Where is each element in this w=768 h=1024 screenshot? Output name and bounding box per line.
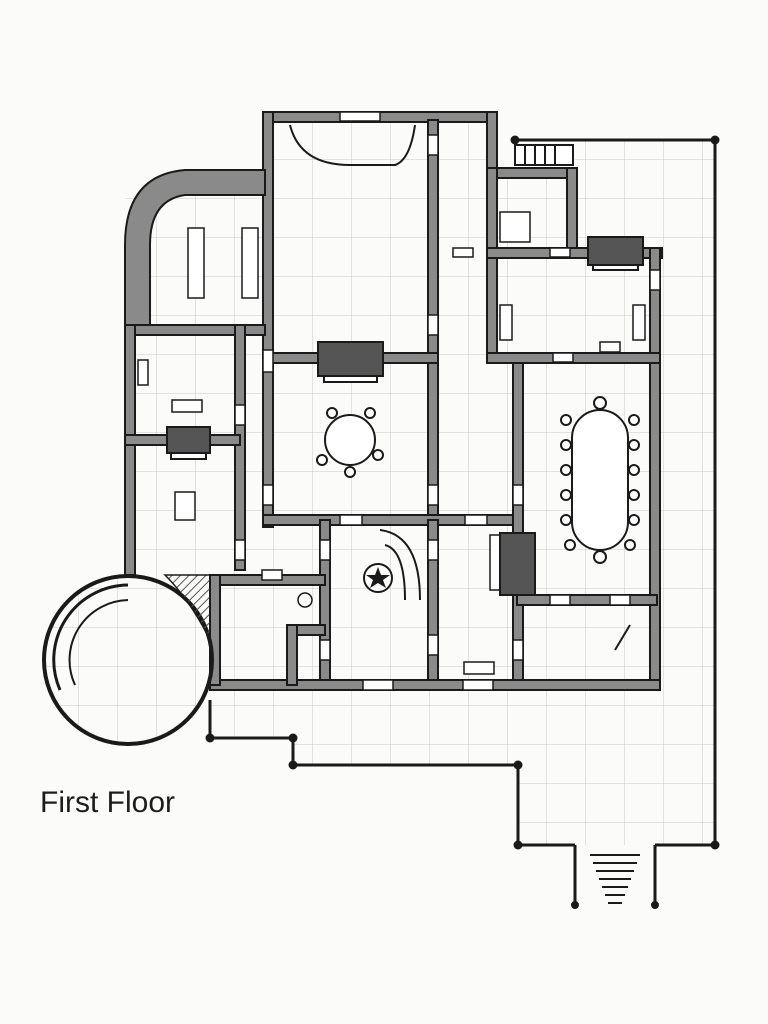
stairs-icon	[379, 529, 421, 601]
bay-window	[289, 124, 416, 166]
fireplace-west	[166, 426, 211, 460]
courtyard-boundary	[205, 135, 720, 850]
quill-icon	[614, 624, 631, 651]
fireplace-east	[587, 236, 644, 271]
fireplace-south	[499, 532, 536, 596]
tower	[42, 574, 214, 746]
fireplace-north	[317, 341, 384, 383]
star-icon	[297, 563, 393, 608]
windows	[234, 111, 661, 691]
dining-table	[560, 396, 640, 564]
stair-block	[514, 144, 574, 166]
entrance-stairs	[571, 845, 659, 909]
small-room-furniture	[137, 211, 646, 675]
round-table	[316, 407, 384, 478]
floor-label: First Floor	[40, 786, 175, 819]
